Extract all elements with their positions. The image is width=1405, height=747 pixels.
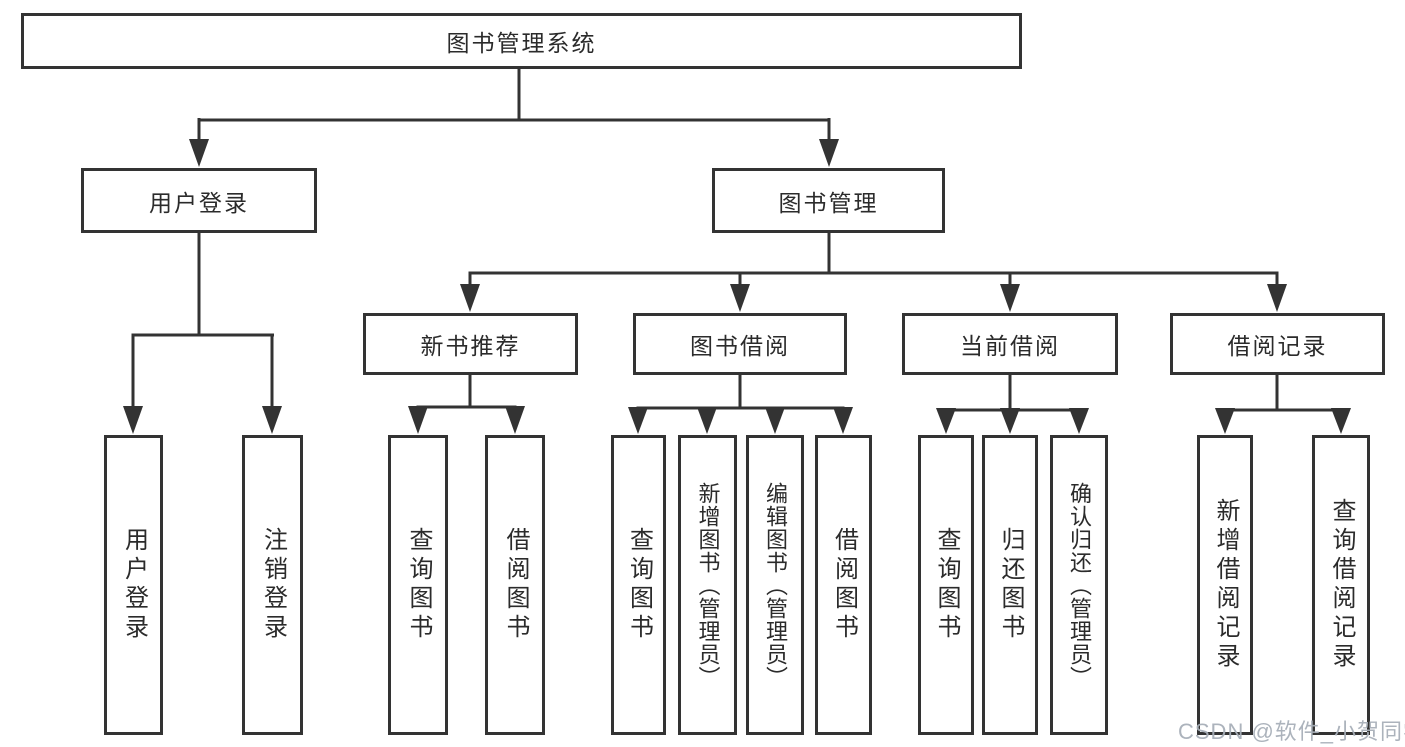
leaf-label: 确认归还（管理员） [1067,481,1092,689]
leaf-label: 查询借阅记录 [1328,498,1355,672]
node-user-login: 用户登录 [81,168,317,233]
leaf-label: 用户登录 [120,527,148,643]
node-label: 用户登录 [149,189,249,216]
leaf-label: 注销登录 [259,527,287,643]
leaf-logout: 注销登录 [242,435,303,735]
leaf-borrow-books-2: 借阅图书 [815,435,872,735]
node-label: 借阅记录 [1227,333,1328,359]
node-new-book-recommend: 新书推荐 [363,313,578,375]
leaf-label: 归还图书 [997,527,1024,643]
leaf-query-books-2: 查询图书 [611,435,666,735]
leaf-query-books-3: 查询图书 [918,435,974,735]
leaf-return-books: 归还图书 [982,435,1038,735]
node-label: 新书推荐 [420,333,521,359]
node-label: 图书管理系统 [446,30,597,56]
leaf-borrow-books-1: 借阅图书 [485,435,545,735]
node-borrow-records: 借阅记录 [1170,313,1385,375]
leaf-label: 查询图书 [625,527,653,643]
node-current-borrow: 当前借阅 [902,313,1118,375]
node-label: 当前借阅 [960,333,1060,359]
node-book-management: 图书管理 [712,168,945,233]
leaf-confirm-return-admin: 确认归还（管理员） [1050,435,1108,735]
arrowheads [123,139,1351,434]
leaf-label: 借阅图书 [502,527,529,643]
leaf-label: 编辑图书（管理员） [763,481,788,689]
leaf-add-borrow-record: 新增借阅记录 [1197,435,1253,735]
leaf-label: 借阅图书 [830,527,858,643]
leaf-label: 查询图书 [405,527,432,643]
leaf-user-login: 用户登录 [104,435,163,735]
node-root-system: 图书管理系统 [21,13,1022,69]
leaf-label: 查询图书 [933,527,960,643]
node-label: 图书借阅 [690,333,790,359]
leaf-label: 新增图书（管理员） [695,481,721,689]
leaf-query-books-1: 查询图书 [388,435,448,735]
leaf-label: 新增借阅记录 [1212,498,1239,672]
node-book-borrow: 图书借阅 [633,313,847,375]
node-label: 图书管理 [778,189,879,216]
leaf-query-borrow-record: 查询借阅记录 [1312,435,1370,735]
leaf-add-books-admin: 新增图书（管理员） [678,435,737,735]
leaf-edit-books-admin: 编辑图书（管理员） [746,435,804,735]
csdn-watermark: CSDN @软件_小贺同学 [1178,719,1405,744]
